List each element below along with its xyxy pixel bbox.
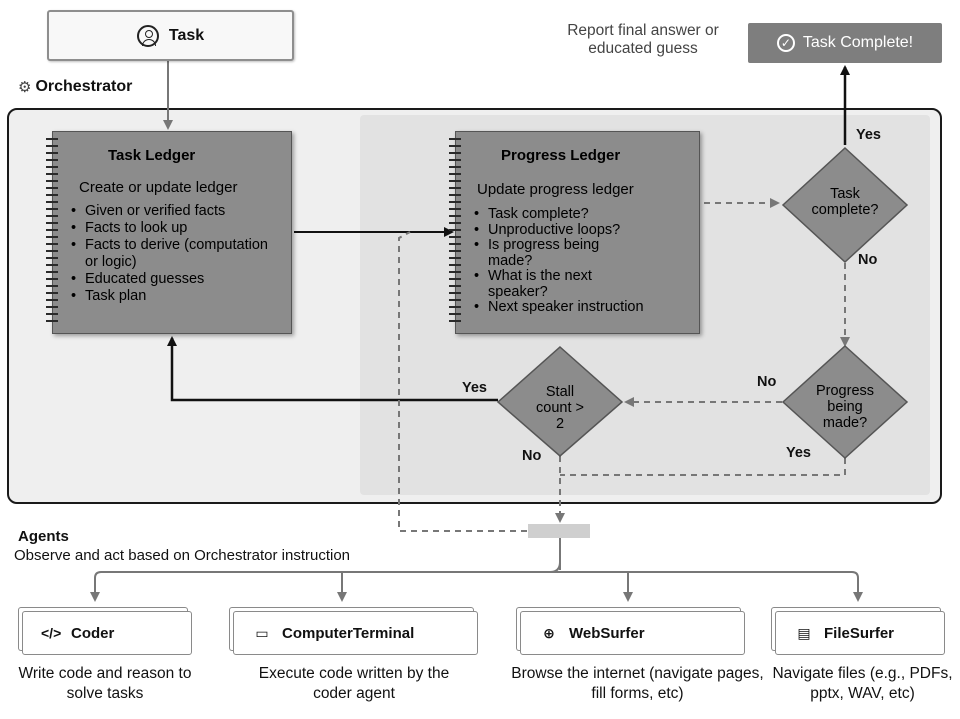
notebook-rings-icon — [46, 138, 58, 327]
list-item: Facts to look up — [69, 220, 280, 237]
file-icon: ▤ — [797, 624, 811, 641]
progress-made-diamond — [781, 344, 909, 460]
terminal-icon: ▭ — [255, 624, 269, 641]
agent-name: Coder — [71, 624, 115, 642]
agent-desc-filesurfer: Navigate files (e.g., PDFs, pptx, WAV, e… — [772, 665, 953, 702]
task-ledger-list: Given or verified facts Facts to look up… — [69, 203, 280, 305]
task-complete-text: Task complete? — [811, 186, 879, 218]
agent-name: WebSurfer — [569, 624, 645, 642]
agent-desc-coder: Write code and reason to solve tasks — [18, 665, 192, 702]
list-item: Unproductive loops? — [472, 222, 644, 239]
task-complete-diamond — [781, 146, 909, 264]
task-ledger: Task Ledger Create or update ledger Give… — [46, 131, 292, 334]
globe-icon: ⊕ — [543, 624, 555, 641]
check-circle-icon: ✓ — [776, 34, 795, 52]
code-icon: </> — [41, 625, 62, 641]
agent-name: ComputerTerminal — [282, 624, 415, 642]
list-item: Facts to derive (computation or logic) — [69, 237, 280, 271]
progress-yes-line — [560, 458, 846, 476]
yes-progress-label: Yes — [786, 445, 811, 461]
stall-yes-arrow — [167, 336, 498, 402]
gear-icon: ⚙ — [18, 79, 32, 96]
no-progress-label: No — [757, 374, 777, 390]
task-complete-badge: ✓ Task Complete! — [748, 23, 942, 63]
agents-title: Agents — [18, 528, 69, 545]
orchestrator-title: Orchestrator — [35, 78, 133, 95]
agent-name: FileSurfer — [824, 624, 895, 642]
stall-count-diamond — [496, 345, 624, 457]
task-box: Task — [47, 10, 294, 61]
progress-made-text: Progress being made? — [815, 383, 875, 431]
agent-card-coder: </> Coder — [22, 611, 192, 655]
agent-card-filesurfer: ▤ FileSurfer — [775, 611, 945, 655]
list-item: Is progress being made? — [472, 237, 638, 269]
yes-stall-label: Yes — [462, 380, 487, 396]
agent-card-computerterminal: ▭ ComputerTerminal — [233, 611, 478, 655]
notebook-rings-icon — [449, 138, 461, 327]
list-item: Task plan — [69, 288, 280, 305]
list-item: What is the next speaker? — [472, 268, 638, 300]
orchestrator-label: ⚙ Orchestrator — [18, 78, 132, 96]
progress-ledger: Progress Ledger Update progress ledger T… — [449, 131, 700, 334]
task-ledger-title: Task Ledger — [108, 147, 196, 164]
person-icon — [136, 24, 159, 47]
list-item: Educated guesses — [69, 271, 280, 288]
no-complete-label: No — [858, 252, 878, 268]
agent-desc-computerterminal: Execute code written by the coder agent — [258, 665, 450, 702]
agent-card-websurfer: ⊕ WebSurfer — [520, 611, 745, 655]
stall-count-text: Stall count > 2 — [536, 384, 584, 432]
task-ledger-subtitle: Create or update ledger — [79, 179, 238, 196]
agents-bus — [94, 571, 859, 600]
progress-ledger-subtitle: Update progress ledger — [477, 181, 634, 198]
agents-description: Observe and act based on Orchestrator in… — [14, 547, 351, 564]
task-label: Task — [168, 26, 205, 44]
report-label: Report final answer or educated guess — [567, 22, 719, 57]
list-item: Next speaker instruction — [472, 299, 644, 316]
list-item: Given or verified facts — [69, 203, 280, 220]
progress-ledger-title: Progress Ledger — [501, 147, 621, 164]
yes-complete-label: Yes — [856, 127, 881, 143]
progress-ledger-list: Task complete? Unproductive loops? Is pr… — [472, 206, 644, 316]
no-stall-label: No — [522, 448, 542, 464]
task-complete-label: Task Complete! — [802, 34, 914, 51]
list-item: Task complete? — [472, 206, 644, 223]
agent-desc-websurfer: Browse the internet (navigate pages, fil… — [511, 665, 764, 702]
agents-hub — [528, 524, 590, 538]
